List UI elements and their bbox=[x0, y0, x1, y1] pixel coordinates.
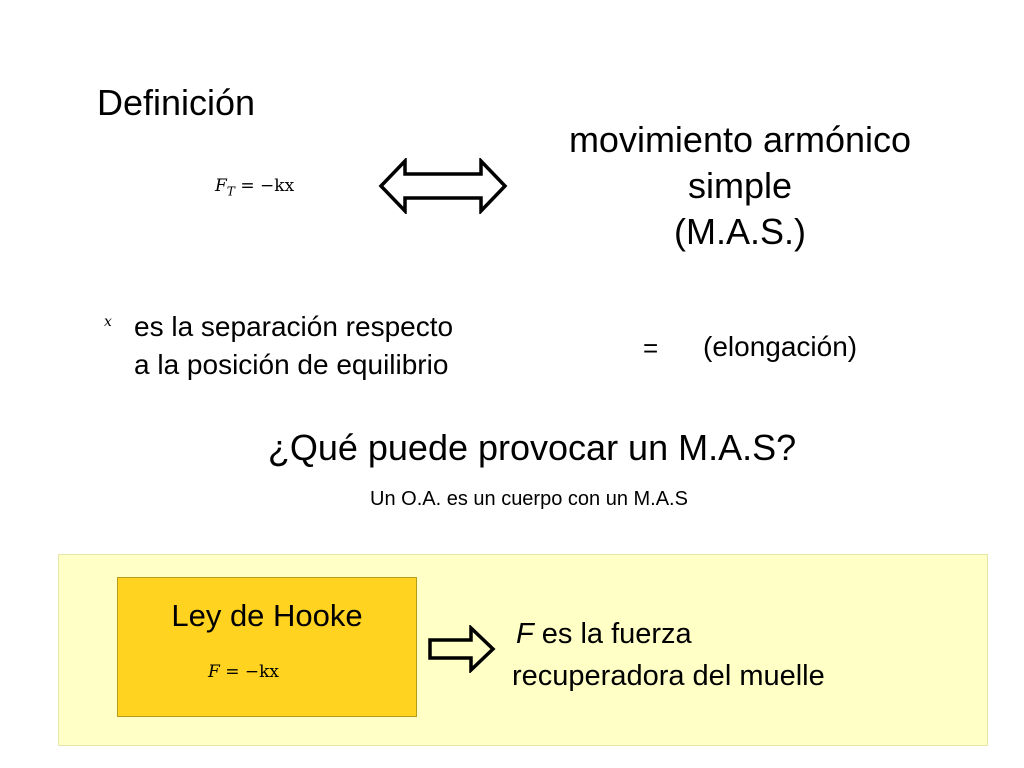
ft-formula: FT = −kx bbox=[215, 176, 294, 198]
hooke-formula-rhs: = −kx bbox=[225, 662, 279, 682]
x-description-line2: a la posición de equilibrio bbox=[134, 349, 449, 380]
x-symbol: x bbox=[104, 314, 112, 330]
x-description-line1: es la separación respecto bbox=[134, 311, 454, 342]
force-symbol: F bbox=[516, 618, 534, 650]
hooke-formula: F = −kx bbox=[208, 662, 279, 682]
ft-rhs: = −kx bbox=[240, 176, 295, 196]
ft-subscript: T bbox=[226, 184, 235, 199]
force-description-line1: F es la fuerza bbox=[516, 618, 692, 651]
x-description: es la separación respecto a la posición … bbox=[134, 308, 453, 384]
mas-title-line1: movimiento armónico bbox=[568, 119, 912, 160]
mas-title: movimiento armónico simple (M.A.S.) bbox=[525, 117, 955, 255]
hooke-formula-symbol: F bbox=[208, 662, 220, 682]
mas-title-line2: simple bbox=[687, 165, 793, 206]
elongation-label: (elongación) bbox=[703, 331, 858, 362]
double-arrow-icon bbox=[378, 158, 508, 214]
mas-title-line3: (M.A.S.) bbox=[674, 211, 806, 252]
slide-title: Definición bbox=[97, 82, 256, 123]
force-description-line2: recuperadora del muelle bbox=[512, 660, 825, 692]
force-description-text: es la fuerza bbox=[533, 618, 692, 650]
oa-note: Un O.A. es un cuerpo con un M.A.S bbox=[370, 488, 688, 510]
hooke-law-title: Ley de Hooke bbox=[171, 598, 363, 633]
right-arrow-icon bbox=[428, 625, 496, 673]
ft-symbol: F bbox=[215, 176, 227, 196]
equals-sign: = bbox=[643, 333, 659, 363]
question-heading: ¿Qué puede provocar un M.A.S? bbox=[267, 427, 797, 468]
hooke-law-box bbox=[117, 577, 417, 717]
